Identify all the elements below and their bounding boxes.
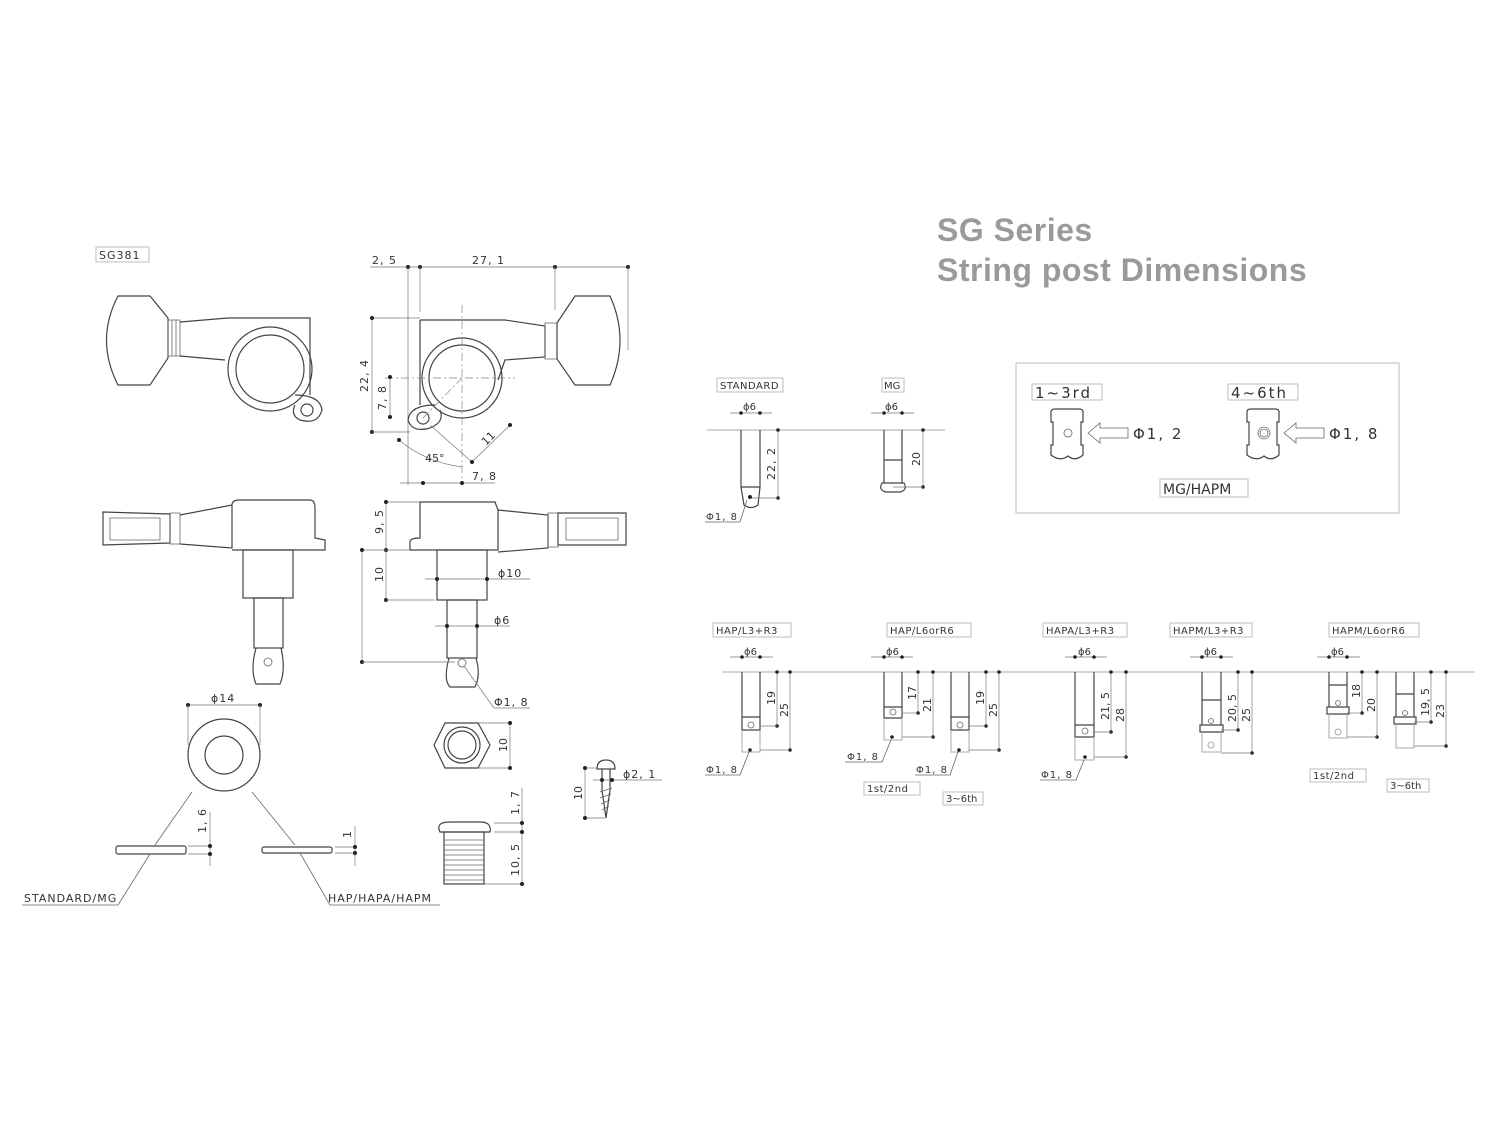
svg-text:ϕ6: ϕ6 [885, 402, 898, 413]
washer-diagram: ϕ14 1, 6 1 STANDARD/MG HAP/HAPA/HAPM [22, 692, 440, 906]
svg-text:HAPA/L3+R3: HAPA/L3+R3 [1046, 626, 1115, 637]
screw-diagram: 10 ϕ2, 1 [572, 759, 662, 820]
title-line-1: SG Series [937, 212, 1093, 248]
svg-text:ϕ6: ϕ6 [886, 647, 899, 658]
svg-text:20: 20 [910, 452, 923, 466]
svg-text:Φ1, 8: Φ1, 8 [494, 696, 529, 709]
post-hapm-l6r6: HAPM/L6orR6 ϕ6 18 20 1st/2nd 19, 5 23 3~… [1309, 622, 1448, 793]
svg-text:Φ1, 8: Φ1, 8 [706, 512, 738, 523]
post-hap-l6r6: HAP/L6orR6 ϕ6 17 21 Φ1, 8 1st/2nd 19 25 … [845, 622, 1001, 806]
tuner-side-view-left [102, 499, 326, 685]
svg-text:11: 11 [479, 429, 498, 448]
svg-text:1: 1 [341, 831, 354, 838]
tuner-side-view-right: 9, 5 10 ϕ10 ϕ6 Φ1, 8 [360, 500, 627, 709]
post-hap-l3r3: HAP/L3+R3 ϕ6 19 25 Φ1, 8 [705, 622, 792, 776]
svg-text:1st/2nd: 1st/2nd [1313, 771, 1354, 782]
svg-text:7, 8: 7, 8 [376, 385, 389, 410]
svg-text:ϕ14: ϕ14 [211, 692, 235, 705]
svg-text:ϕ6: ϕ6 [1331, 647, 1344, 658]
svg-text:3~6th: 3~6th [946, 794, 977, 805]
svg-text:SG381: SG381 [99, 249, 141, 262]
svg-text:1st/2nd: 1st/2nd [867, 784, 908, 795]
svg-text:10: 10 [497, 738, 510, 752]
svg-text:20, 5: 20, 5 [1226, 694, 1239, 722]
svg-text:25: 25 [1240, 708, 1253, 722]
svg-text:19, 5: 19, 5 [1419, 688, 1432, 716]
svg-text:3~6th: 3~6th [1390, 781, 1421, 792]
hole-1-2: Φ1, 2 [1133, 425, 1183, 443]
svg-text:STANDARD: STANDARD [720, 381, 779, 392]
title-line-2: String post Dimensions [937, 252, 1308, 288]
standard-mg-label: STANDARD/MG [24, 892, 117, 905]
svg-text:HAPM/L6orR6: HAPM/L6orR6 [1332, 626, 1405, 637]
hap-label: HAP/HAPA/HAPM [328, 892, 432, 905]
svg-text:22, 4: 22, 4 [358, 359, 371, 392]
svg-text:28: 28 [1114, 708, 1127, 722]
svg-text:20: 20 [1365, 698, 1378, 712]
post-standard: STANDARD ϕ6 22, 2 Φ1, 8 [705, 377, 784, 523]
svg-text:ϕ10: ϕ10 [498, 567, 522, 580]
svg-text:45°: 45° [425, 452, 445, 465]
svg-text:10: 10 [373, 566, 386, 582]
svg-text:ϕ6: ϕ6 [494, 614, 510, 627]
svg-text:HAP/L3+R3: HAP/L3+R3 [716, 626, 778, 637]
svg-text:1, 7: 1, 7 [509, 790, 522, 815]
svg-text:21: 21 [921, 698, 934, 712]
svg-text:17: 17 [906, 686, 919, 700]
post-hapa-l3r3: HAPA/L3+R3 ϕ6 21, 5 28 Φ1, 8 [1040, 622, 1128, 781]
post-hapm-l3r3: HAPM/L3+R3 ϕ6 20, 5 25 [1169, 622, 1254, 755]
svg-text:ϕ2, 1: ϕ2, 1 [623, 768, 656, 781]
tuner-front-view-left [105, 295, 323, 422]
tuner-front-view-right: 2, 5 27, 1 22, 4 7, 8 11 45° [358, 254, 630, 485]
svg-text:HAP/L6orR6: HAP/L6orR6 [890, 626, 954, 637]
mg-hapm-caption: MG/HAPM [1163, 482, 1231, 498]
svg-text:HAPM/L3+R3: HAPM/L3+R3 [1173, 626, 1244, 637]
svg-text:22, 2: 22, 2 [765, 447, 778, 480]
svg-text:ϕ6: ϕ6 [743, 402, 756, 413]
svg-text:Φ1, 8: Φ1, 8 [1041, 770, 1073, 781]
svg-text:MG: MG [884, 381, 900, 392]
svg-text:25: 25 [987, 703, 1000, 717]
svg-text:10, 5: 10, 5 [509, 843, 522, 876]
svg-text:ϕ6: ϕ6 [744, 647, 757, 658]
hole-1-8: Φ1, 8 [1329, 425, 1379, 443]
svg-text:2, 5: 2, 5 [372, 254, 397, 267]
svg-text:19: 19 [974, 691, 987, 705]
svg-text:10: 10 [572, 786, 585, 800]
svg-text:ϕ6: ϕ6 [1204, 647, 1217, 658]
svg-text:27, 1: 27, 1 [472, 254, 505, 267]
svg-text:19: 19 [765, 691, 778, 705]
svg-text:Φ1, 8: Φ1, 8 [847, 752, 879, 763]
label-1-3rd: 1~3rd [1035, 384, 1092, 402]
svg-text:18: 18 [1350, 684, 1363, 698]
svg-text:Φ1, 8: Φ1, 8 [706, 765, 738, 776]
svg-text:1, 6: 1, 6 [196, 808, 209, 833]
svg-text:7, 8: 7, 8 [472, 470, 497, 483]
hex-nut-diagram: 10 [433, 721, 512, 770]
mg-hapm-hole-box: 1~3rd Φ1, 2 4~6th Φ1, 8 MG/HAPM [1015, 362, 1400, 514]
svg-text:21, 5: 21, 5 [1099, 692, 1112, 720]
svg-text:9, 5: 9, 5 [373, 509, 386, 534]
label-4-6th: 4~6th [1231, 384, 1288, 402]
svg-text:25: 25 [778, 703, 791, 717]
bushing-diagram: 1, 7 10, 5 [438, 788, 524, 886]
svg-text:23: 23 [1434, 704, 1447, 718]
svg-text:Φ1, 8: Φ1, 8 [916, 765, 948, 776]
svg-text:ϕ6: ϕ6 [1078, 647, 1091, 658]
model-label: SG381 [95, 246, 150, 263]
post-mg: MG ϕ6 20 [871, 377, 925, 493]
